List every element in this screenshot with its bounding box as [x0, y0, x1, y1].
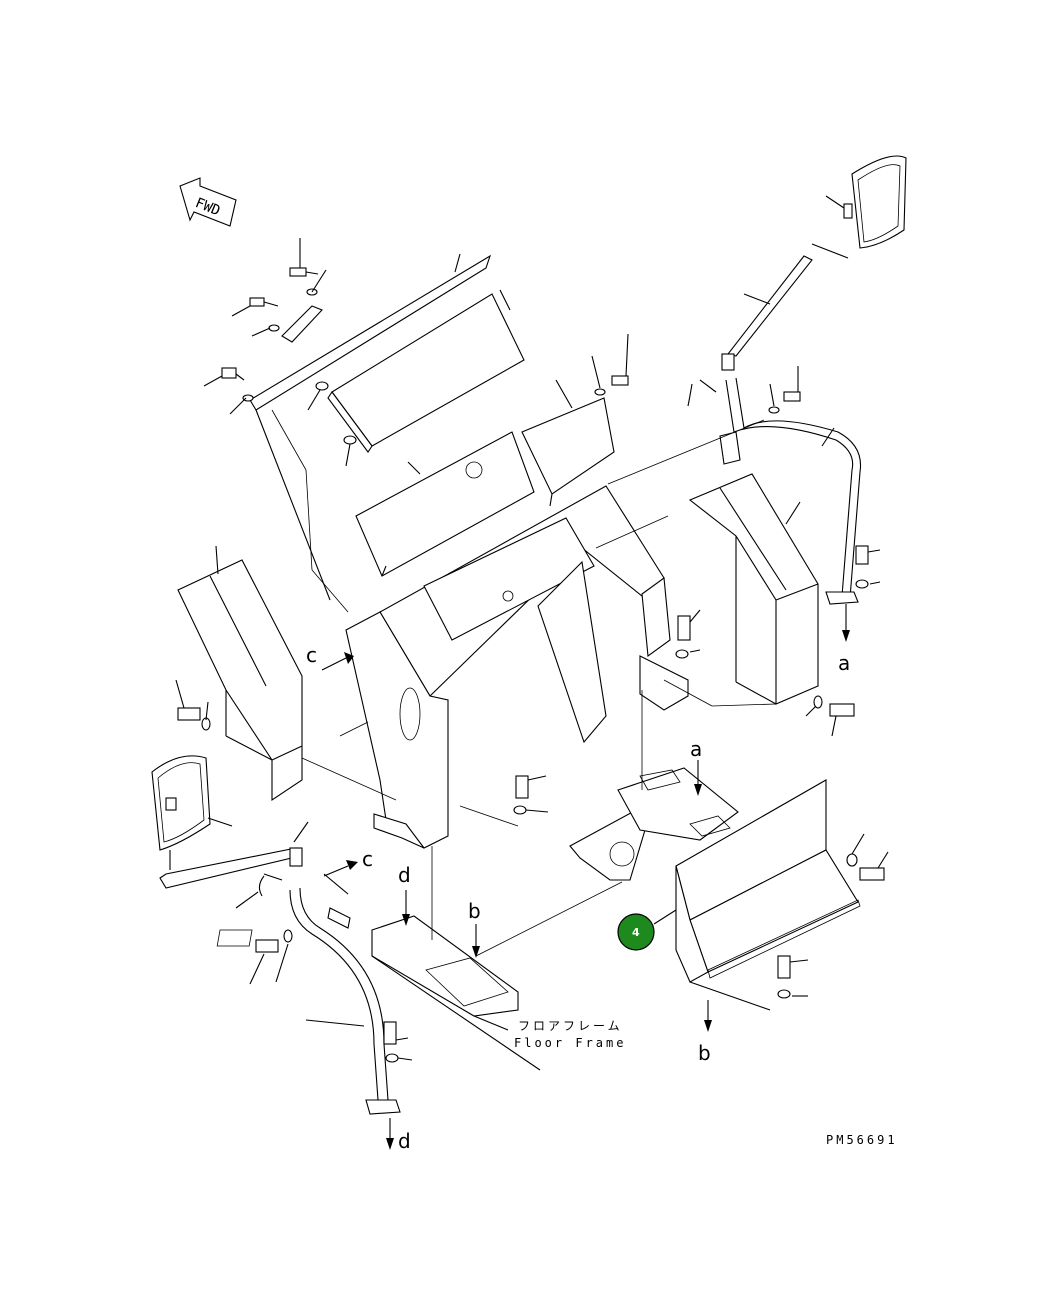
left-mirror-assembly — [151, 755, 309, 889]
top-hood-cover — [327, 289, 525, 453]
ref-arrow-d-top: d — [398, 863, 411, 926]
ref-arrow-c-top: c — [306, 643, 354, 671]
main-dash-frame — [379, 485, 689, 744]
bolt-group-right — [675, 366, 881, 737]
ref-label-b-bottom: b — [698, 1041, 711, 1065]
right-mirror-assembly — [721, 155, 907, 371]
leader-lines — [271, 409, 777, 940]
floor-frame — [216, 881, 623, 1071]
right-top-cover — [521, 379, 615, 507]
part-callout-4[interactable]: 4 — [617, 909, 677, 951]
top-cover-plate — [249, 253, 491, 601]
ref-arrow-b-bottom: b — [698, 1000, 712, 1065]
callout-number: 4 — [632, 926, 640, 939]
ref-arrow-a-top: a — [838, 604, 850, 675]
ref-label-c-bottom: c — [362, 847, 373, 871]
floor-frame-en-label: Floor Frame — [514, 1036, 626, 1050]
ref-label-a-bottom: a — [690, 737, 702, 761]
bolt-group-center-right — [591, 333, 629, 396]
forward-arrow-icon: FWD — [179, 177, 237, 227]
left-handrail — [235, 873, 413, 1115]
ref-label-d-top: d — [398, 863, 411, 887]
ref-arrow-d-bottom: d — [386, 1118, 411, 1153]
ref-arrow-b-top: b — [468, 899, 481, 958]
bolt-group-top-left — [203, 238, 357, 467]
left-vertical-cover — [177, 545, 303, 802]
ref-label-b-top: b — [468, 899, 481, 923]
bottom-right-cover — [675, 779, 861, 1011]
ref-label-d-bottom: d — [398, 1129, 411, 1153]
ref-arrow-c-bottom: c — [323, 847, 373, 877]
floor-plate — [569, 767, 739, 881]
bolt-group-left — [175, 679, 549, 815]
drawing-number: PM56691 — [826, 1133, 898, 1147]
ref-arrow-a-bottom: a — [690, 737, 702, 796]
floor-frame-jp-label: フロアフレーム — [518, 1019, 623, 1033]
ref-label-a-top: a — [838, 651, 850, 675]
ref-label-c-top: c — [306, 643, 317, 667]
center-cover-plate — [355, 431, 535, 577]
small-bracket — [281, 305, 323, 343]
right-vertical-cover — [688, 473, 819, 705]
left-side-bracket — [345, 611, 449, 849]
bolt-group-bottom-right — [777, 833, 889, 999]
